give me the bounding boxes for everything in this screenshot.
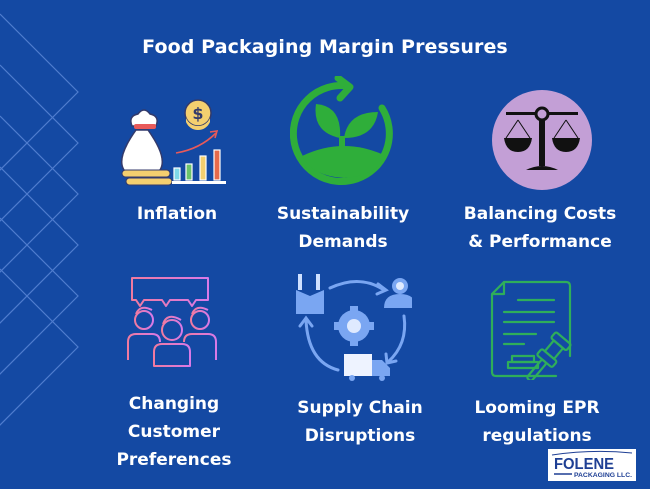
label-sustainability: Sustainability Demands [243, 200, 443, 256]
label-inflation: Inflation [77, 200, 277, 228]
label-line: Sustainability [276, 204, 410, 224]
page-title: Food Packaging Margin Pressures [142, 36, 508, 58]
money-bag-growth-icon: $ [121, 99, 226, 186]
customers-speech-icon [127, 277, 217, 367]
label-supply-chain: Supply Chain Disruptions [260, 394, 460, 450]
logo-brand: FOLENE [554, 456, 614, 473]
label-line: regulations [482, 426, 592, 446]
label-epr: Looming EPR regulations [437, 394, 637, 450]
folene-logo: FOLENE PACKAGING LLC. [548, 449, 636, 481]
svg-text:$: $ [192, 104, 203, 123]
supply-chain-cycle-icon [296, 274, 412, 381]
label-line: Inflation [136, 204, 218, 224]
label-balancing: Balancing Costs & Performance [440, 200, 640, 256]
label-customers: Changing Customer Preferences [74, 390, 274, 474]
label-line: Looming EPR [474, 398, 600, 418]
document-gavel-icon [490, 280, 572, 380]
label-line: Demands [298, 232, 388, 252]
label-line: Disruptions [304, 426, 416, 446]
label-line: Balancing Costs [463, 204, 617, 224]
logo-mark: FOLENE PACKAGING LLC. [551, 450, 632, 479]
label-line: Changing [128, 394, 220, 414]
label-line: Preferences [116, 450, 232, 470]
balance-scale-icon [492, 90, 592, 190]
sprout-cycle-icon [290, 76, 393, 186]
logo-subtitle: PACKAGING LLC. [574, 473, 632, 479]
label-line: Supply Chain [297, 398, 423, 418]
label-line: Customer [127, 422, 221, 442]
label-line: & Performance [468, 232, 612, 252]
